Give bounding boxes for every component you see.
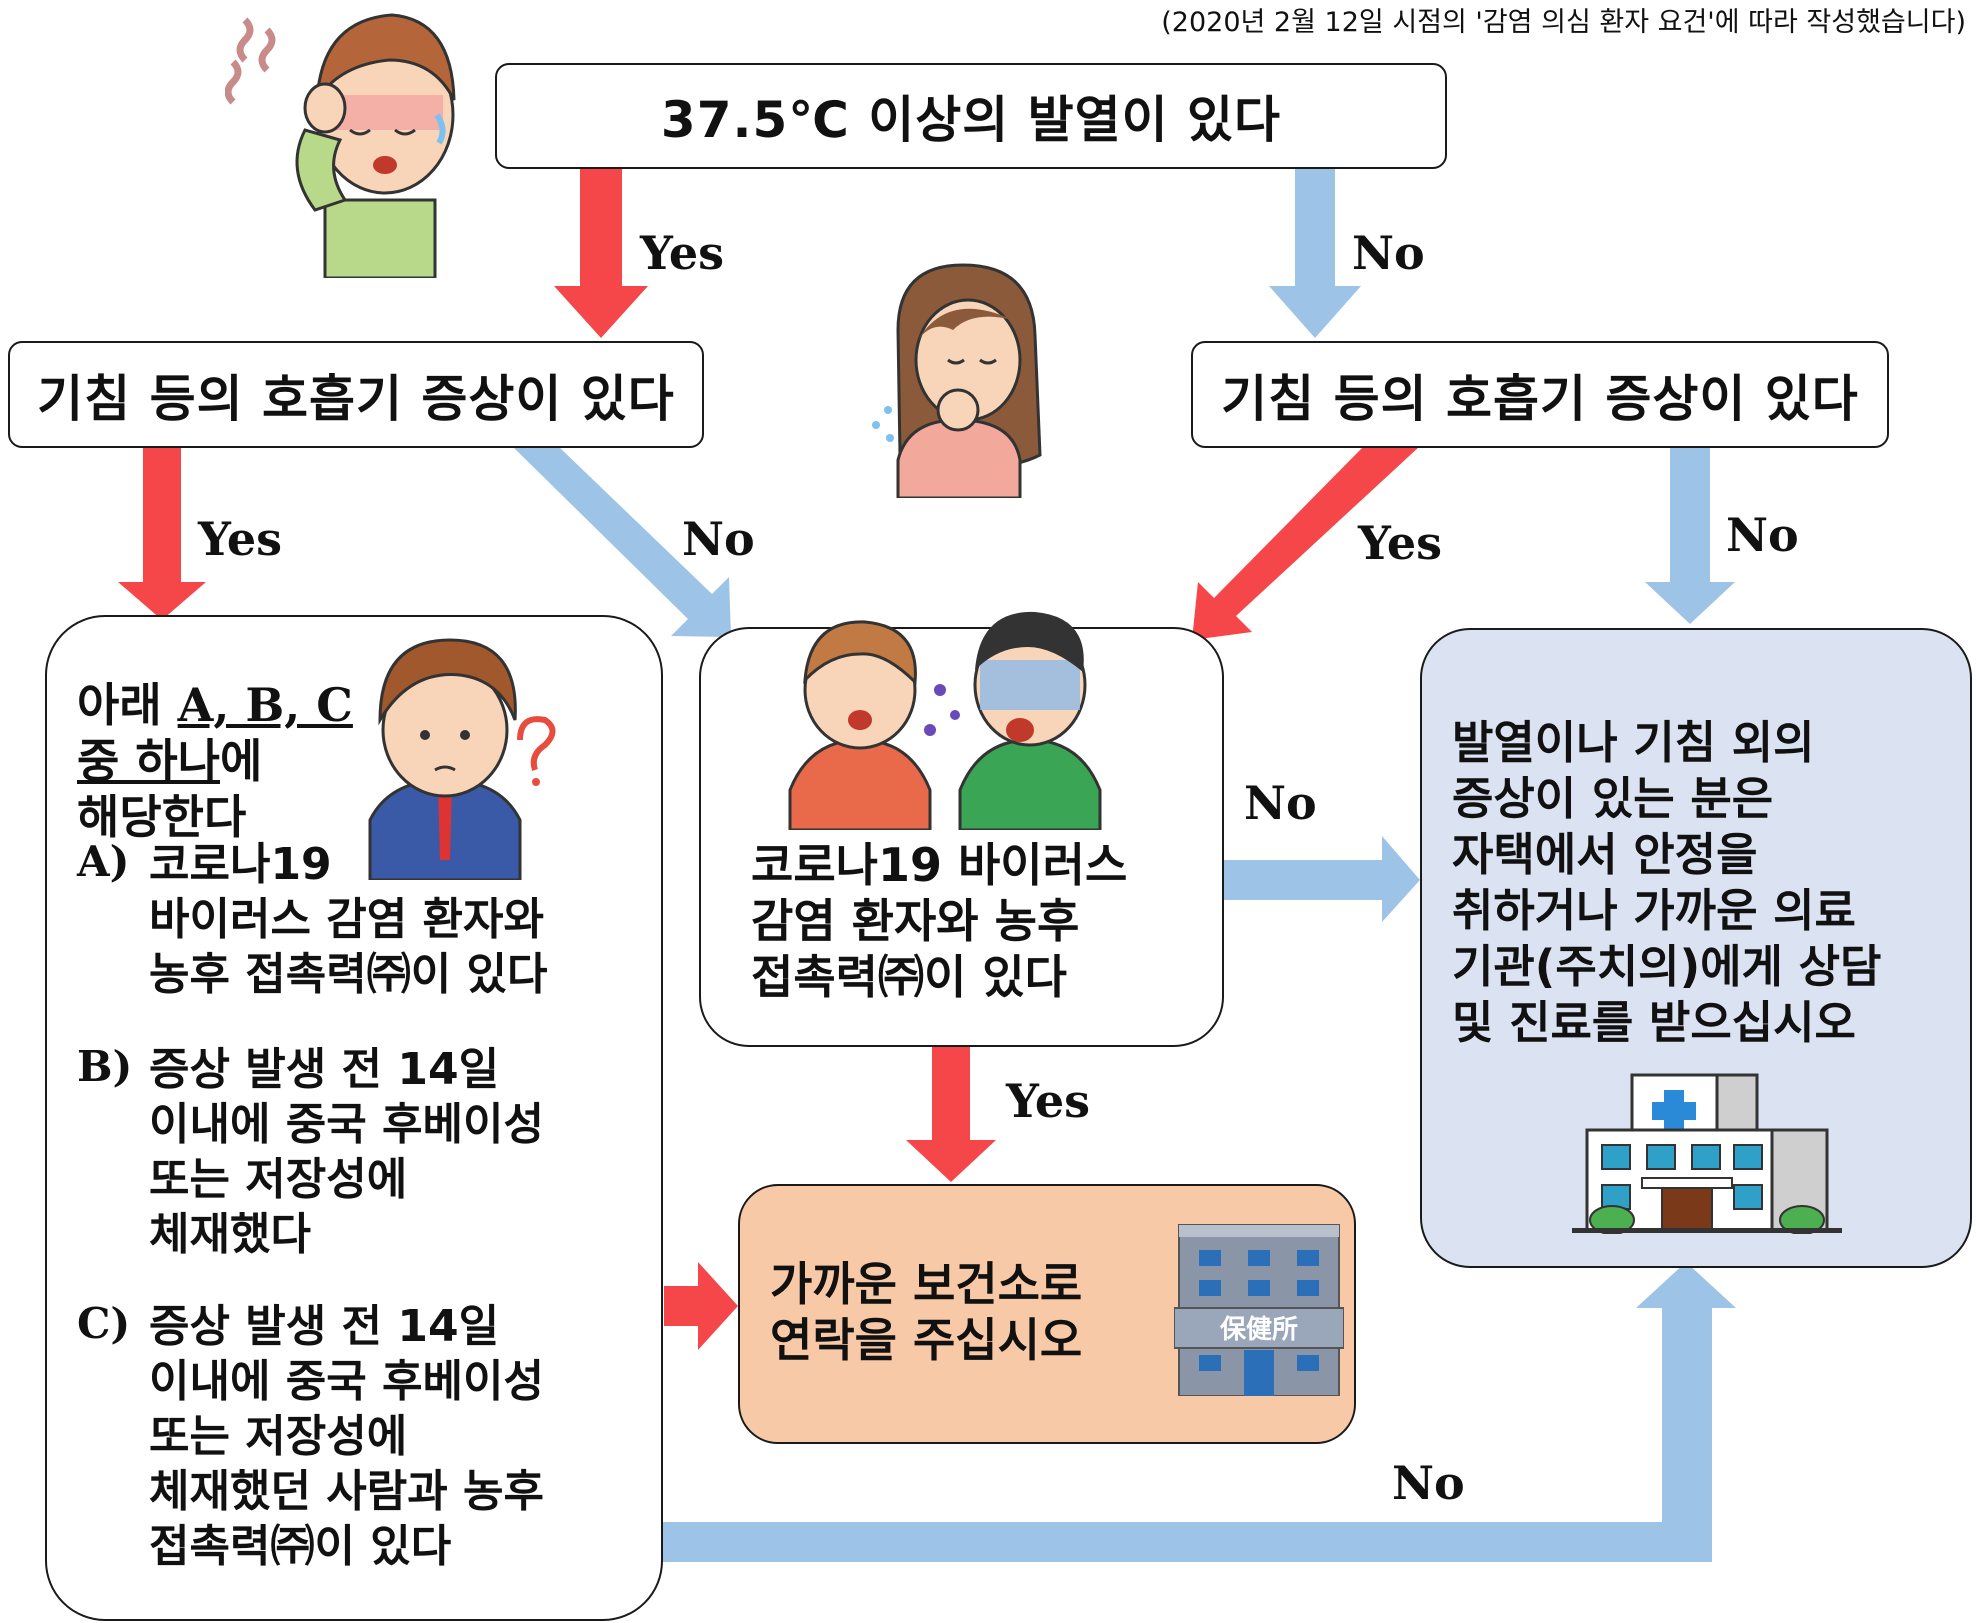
- hospital-building-icon: [1572, 1073, 1842, 1234]
- question-fever-text: 37.5℃ 이상의 발열이 있다: [660, 91, 1282, 149]
- question-fever-box: 37.5℃ 이상의 발열이 있다: [495, 63, 1447, 169]
- label-fever-yes: Yes: [640, 226, 725, 280]
- health-center-text: 가까운 보건소로 연락을 주십시오: [770, 1257, 1083, 1367]
- abc-item-c-key: C): [77, 1299, 131, 1348]
- arrow-contact-no: [1222, 836, 1420, 922]
- question-cough-right-box: 기침 등의 호흡기 증상이 있다: [1191, 341, 1889, 448]
- arrow-contact-yes: [906, 1046, 996, 1182]
- abc-intro-2: 중 하나: [77, 734, 220, 788]
- confused-man-illustration: [368, 638, 556, 880]
- abc-item-a-key: A): [77, 837, 130, 886]
- abc-item-b-key: B): [77, 1042, 133, 1091]
- label-cough-right-no: No: [1726, 508, 1799, 562]
- criteria-note: (2020년 2월 12일 시점의 '감염 의심 환자 요건'에 따라 작성했습…: [1161, 7, 1966, 38]
- label-abc-no: No: [1392, 1456, 1465, 1510]
- abc-item-b-text: 증상 발생 전 14일 이내에 중국 후베이성 또는 저장성에 체재했다: [149, 1044, 544, 1260]
- abc-item-c-text: 증상 발생 전 14일 이내에 중국 후베이성 또는 저장성에 체재했던 사람과…: [149, 1301, 544, 1572]
- label-cough-right-yes: Yes: [1358, 516, 1443, 570]
- question-cough-left-box: 기침 등의 호흡기 증상이 있다: [8, 341, 704, 448]
- coughing-kids-illustration: [788, 611, 1102, 830]
- arrow-fever-no: [1269, 168, 1361, 338]
- label-cough-left-yes: Yes: [198, 512, 283, 566]
- abc-item-a-text: 코로나19 바이러스 감염 환자와 농후 접촉력㈜이 있다: [149, 839, 548, 1000]
- label-cough-left-no: No: [682, 512, 755, 566]
- arrow-cough-right-yes: [1192, 446, 1420, 640]
- arrow-abc-yes: [664, 1262, 738, 1350]
- abc-intro: 아래 A, B, C 중 하나에 해당한다: [77, 677, 377, 845]
- arrow-fever-yes: [554, 168, 648, 338]
- question-cough-right-text: 기침 등의 호흡기 증상이 있다: [1221, 369, 1859, 428]
- label-contact-yes: Yes: [1006, 1074, 1091, 1128]
- arrow-abc-no: [662, 1262, 1736, 1562]
- abc-intro-1: 아래: [77, 678, 178, 732]
- home-care-box: 발열이나 기침 외의 증상이 있는 분은 자택에서 안정을 취하거나 가까운 의…: [1420, 628, 1972, 1268]
- arrow-cough-left-yes: [118, 446, 206, 620]
- contact-text: 코로나19 바이러스 감염 환자와 농후 접촉력㈜이 있다: [751, 838, 1128, 1004]
- home-care-text: 발열이나 기침 외의 증상이 있는 분은 자택에서 안정을 취하거나 가까운 의…: [1452, 716, 1882, 1049]
- coughing-woman-illustration: [872, 263, 1042, 498]
- arrow-cough-right-no: [1645, 446, 1735, 624]
- contact-box: 코로나19 바이러스 감염 환자와 농후 접촉력㈜이 있다: [699, 627, 1224, 1047]
- arrow-cough-left-no: [512, 446, 731, 637]
- health-center-sign: 保健所: [1219, 1315, 1298, 1345]
- health-center-building-icon: 保健所: [1174, 1224, 1344, 1396]
- label-contact-no: No: [1244, 776, 1317, 830]
- label-fever-no: No: [1352, 226, 1425, 280]
- abc-intro-4: 해당한다: [77, 790, 247, 844]
- fever-person-illustration: [225, 13, 456, 278]
- abc-criteria-box: 아래 A, B, C 중 하나에 해당한다 A) 코로나19 바이러스 감염 환…: [45, 615, 663, 1621]
- abc-intro-keys: A, B, C: [177, 678, 353, 732]
- question-cough-left-text: 기침 등의 호흡기 증상이 있다: [37, 369, 675, 428]
- abc-intro-3: 에: [219, 734, 263, 788]
